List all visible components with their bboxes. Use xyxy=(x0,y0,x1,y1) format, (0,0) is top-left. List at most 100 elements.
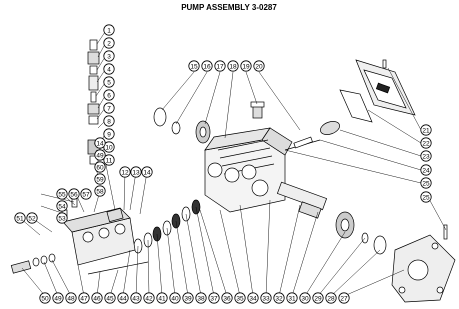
svg-text:47: 47 xyxy=(80,295,88,302)
bearing-right xyxy=(335,211,387,255)
svg-text:42: 42 xyxy=(145,295,153,302)
callout-49: 49 xyxy=(52,292,64,304)
callout-52: 52 xyxy=(26,212,38,224)
svg-text:35: 35 xyxy=(236,295,244,302)
svg-text:21: 21 xyxy=(422,127,430,134)
callout-27: 27 xyxy=(338,292,350,304)
svg-text:24: 24 xyxy=(422,167,430,174)
pump-parts xyxy=(10,39,456,303)
callout-50: 50 xyxy=(39,292,51,304)
callout-35: 35 xyxy=(234,292,246,304)
callout-46: 46 xyxy=(91,292,103,304)
callout-60: 60 xyxy=(94,161,106,173)
svg-text:54: 54 xyxy=(58,203,66,210)
diagram-title: PUMP ASSEMBLY 3-0287 xyxy=(181,3,277,12)
callout-32: 32 xyxy=(273,292,285,304)
callout-25b: 25 xyxy=(420,191,432,203)
svg-text:4: 4 xyxy=(107,66,111,73)
svg-text:37: 37 xyxy=(210,295,218,302)
callout-55: 55 xyxy=(56,188,68,200)
svg-text:12: 12 xyxy=(121,169,129,176)
callout-34: 34 xyxy=(247,292,259,304)
callout-25a: 25 xyxy=(420,177,432,189)
svg-text:7: 7 xyxy=(107,105,111,112)
callout-42: 42 xyxy=(143,292,155,304)
oil-plug xyxy=(250,101,265,119)
svg-text:53: 53 xyxy=(58,215,66,222)
svg-text:45: 45 xyxy=(106,295,114,302)
callout-22: 22 xyxy=(420,137,432,149)
callout-36: 36 xyxy=(221,292,233,304)
svg-text:29: 29 xyxy=(314,295,322,302)
callout-30: 30 xyxy=(299,292,311,304)
callout-14: 14 xyxy=(141,166,153,178)
callout-54: 54 xyxy=(56,200,68,212)
svg-text:19: 19 xyxy=(242,63,250,70)
callout-23: 23 xyxy=(420,150,432,162)
svg-text:50: 50 xyxy=(41,295,49,302)
callout-43: 43 xyxy=(130,292,142,304)
svg-text:41: 41 xyxy=(158,295,166,302)
svg-text:27: 27 xyxy=(340,295,348,302)
svg-text:32: 32 xyxy=(275,295,283,302)
callout-24: 24 xyxy=(420,164,432,176)
callout-58: 58 xyxy=(94,185,106,197)
callout-38: 38 xyxy=(195,292,207,304)
svg-text:55: 55 xyxy=(58,191,66,198)
callout-13: 13 xyxy=(130,166,142,178)
svg-text:52: 52 xyxy=(28,215,36,222)
svg-text:43: 43 xyxy=(132,295,140,302)
cover-screw xyxy=(382,59,387,69)
callout-8: 8 xyxy=(103,115,115,127)
svg-text:58: 58 xyxy=(96,188,104,195)
callout-33: 33 xyxy=(260,292,272,304)
svg-text:16: 16 xyxy=(203,63,211,70)
svg-text:14: 14 xyxy=(143,169,151,176)
svg-text:59: 59 xyxy=(96,176,104,183)
svg-text:60: 60 xyxy=(96,164,104,171)
svg-text:13: 13 xyxy=(132,169,140,176)
flange-adapter xyxy=(391,234,456,303)
rear-cover xyxy=(339,59,416,123)
callout-14-left: 14 xyxy=(94,137,106,149)
callout-29: 29 xyxy=(312,292,324,304)
svg-text:49: 49 xyxy=(96,152,104,159)
svg-text:11: 11 xyxy=(106,157,113,164)
callout-7: 7 xyxy=(103,102,115,114)
manifold-bolt xyxy=(87,261,149,275)
svg-text:49: 49 xyxy=(54,295,62,302)
callout-41: 41 xyxy=(156,292,168,304)
svg-text:33: 33 xyxy=(262,295,270,302)
callout-45: 45 xyxy=(104,292,116,304)
callout-16: 16 xyxy=(201,60,213,72)
svg-text:3: 3 xyxy=(107,53,111,60)
svg-text:56: 56 xyxy=(70,191,78,198)
callout-12: 12 xyxy=(119,166,131,178)
callout-39: 39 xyxy=(182,292,194,304)
svg-text:23: 23 xyxy=(422,153,430,160)
callout-31: 31 xyxy=(286,292,298,304)
crankcase-housing xyxy=(204,127,293,213)
callout-18: 18 xyxy=(227,60,239,72)
svg-text:18: 18 xyxy=(229,63,237,70)
callout-28: 28 xyxy=(325,292,337,304)
svg-text:48: 48 xyxy=(67,295,75,302)
svg-text:8: 8 xyxy=(107,118,111,125)
callout-48: 48 xyxy=(65,292,77,304)
svg-text:20: 20 xyxy=(255,63,263,70)
svg-text:51: 51 xyxy=(16,215,24,222)
callout-6: 6 xyxy=(103,89,115,101)
svg-text:1: 1 xyxy=(107,27,111,34)
outlet-fitting xyxy=(10,253,56,274)
callout-57: 57 xyxy=(80,188,92,200)
callout-2: 2 xyxy=(103,37,115,49)
svg-text:57: 57 xyxy=(82,191,90,198)
callout-3: 3 xyxy=(103,50,115,62)
svg-text:44: 44 xyxy=(119,295,127,302)
svg-text:38: 38 xyxy=(197,295,205,302)
callout-37: 37 xyxy=(208,292,220,304)
svg-text:39: 39 xyxy=(184,295,192,302)
svg-text:28: 28 xyxy=(327,295,335,302)
svg-text:46: 46 xyxy=(93,295,101,302)
